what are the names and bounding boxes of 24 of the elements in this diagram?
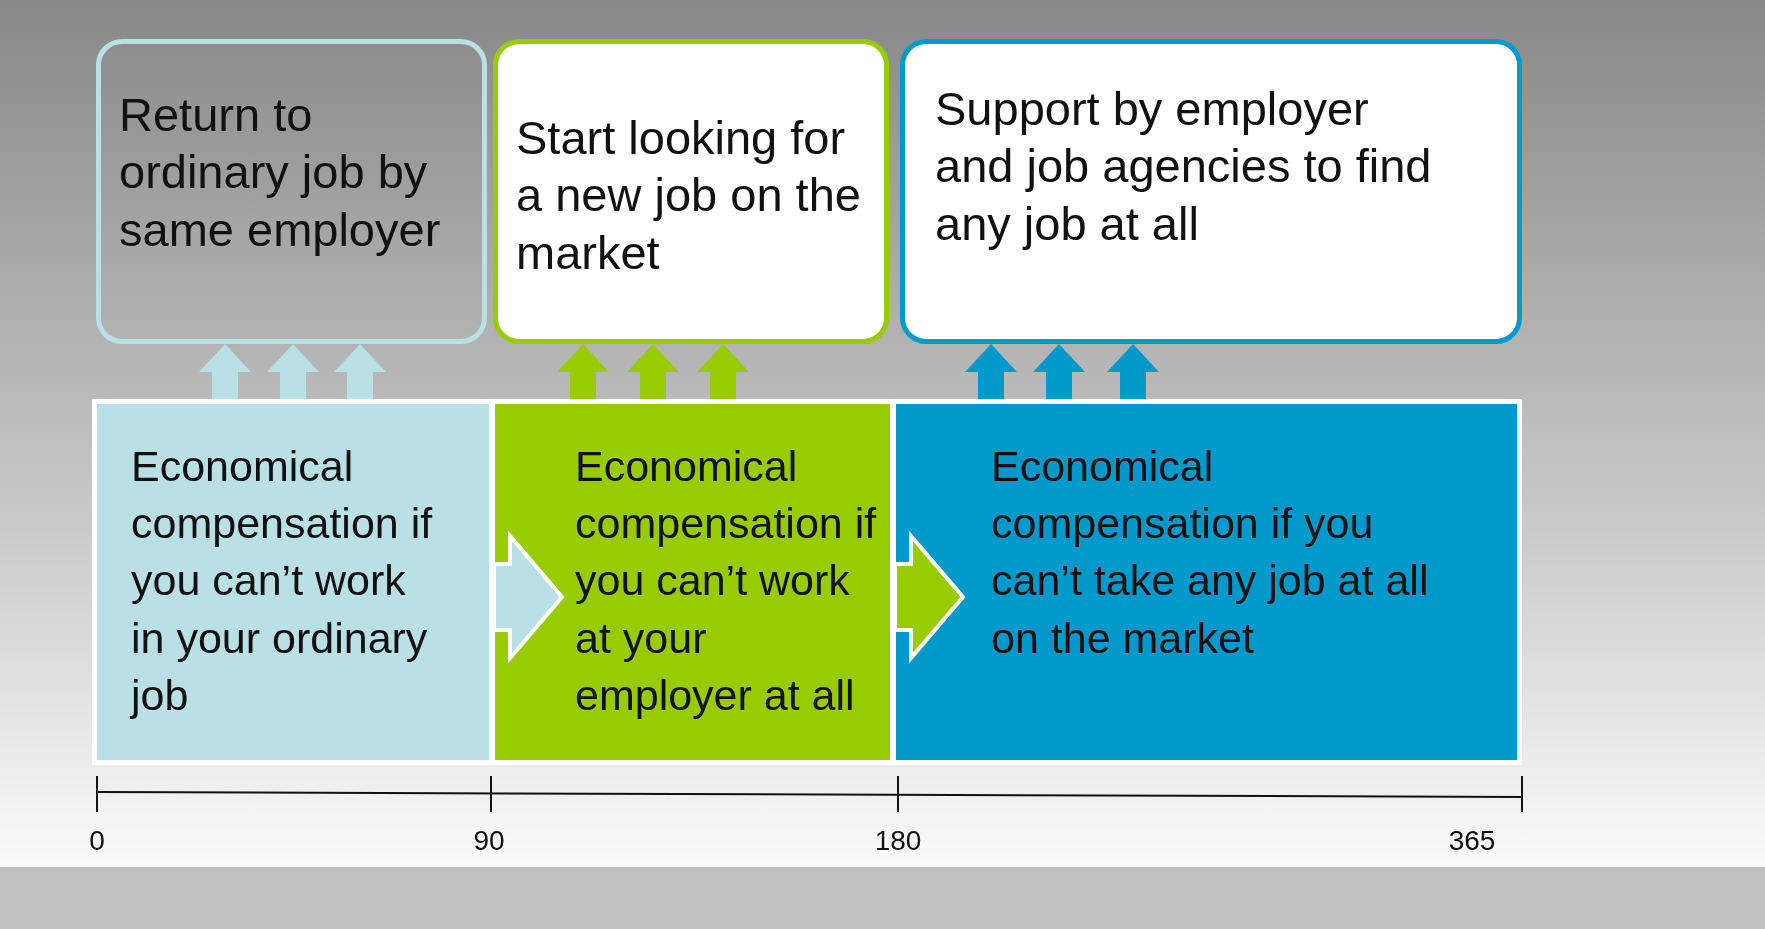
block-arrow [1107, 344, 1159, 399]
axis-tick-label: 365 [1448, 825, 1496, 857]
phase-text: Economical compensation if you can’t work at your employer at all [575, 441, 878, 721]
phase-text: Economical compensation if you can’t take any job at all on the market [991, 441, 1430, 664]
axis-tick-label: 0 [89, 825, 105, 857]
outcome-box [900, 39, 1522, 344]
outcome-box [493, 39, 889, 344]
block-arrow [199, 344, 251, 399]
block-arrow [492, 530, 565, 664]
block-arrow [627, 344, 679, 399]
phase-text: Economical compensation if you can’t work in your ordinary job [131, 441, 434, 721]
block-arrow [1033, 344, 1085, 399]
outcome-text: Support by employer and job agencies to find any job at all [935, 81, 1433, 252]
block-arrow [697, 344, 749, 399]
axis-tick-label: 90 [473, 825, 505, 857]
block-arrow [267, 344, 319, 399]
block-arrow [557, 344, 609, 399]
block-arrow [893, 530, 966, 664]
block-arrow [965, 344, 1017, 399]
axis-tick-label: 180 [874, 825, 922, 857]
block-arrow [334, 344, 386, 399]
outcome-box [96, 39, 487, 344]
outcome-text: Return to ordinary job by same employer [119, 87, 442, 258]
outcome-text: Start looking for a new job on the market [516, 110, 862, 281]
